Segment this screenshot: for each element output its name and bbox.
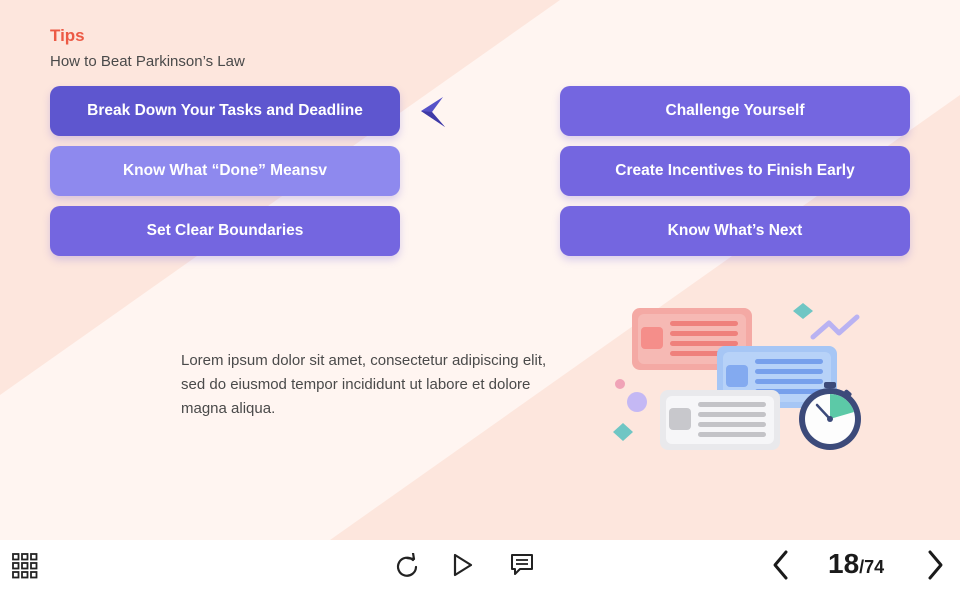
task-cards-illustration: [613, 303, 861, 450]
menu-grid-icon[interactable]: [12, 553, 38, 579]
next-arrow-icon[interactable]: [924, 549, 946, 581]
tip-button-create-incentives[interactable]: Create Incentives to Finish Early: [560, 146, 910, 196]
tip-button-challenge-yourself[interactable]: Challenge Yourself: [560, 86, 910, 136]
prev-arrow-icon[interactable]: [770, 549, 792, 581]
bottom-toolbar: [0, 540, 960, 590]
page-separator: /: [859, 557, 865, 577]
body-text: Lorem ipsum dolor sit amet, consectetur …: [181, 352, 547, 417]
replay-icon[interactable]: [395, 553, 419, 579]
play-icon[interactable]: [452, 553, 474, 577]
tip-button-know-next[interactable]: Know What’s Next: [560, 206, 910, 256]
comment-icon[interactable]: [509, 553, 535, 577]
tip-button-clear-boundaries[interactable]: Set Clear Boundaries: [50, 206, 400, 256]
total-pages: 74: [864, 557, 885, 577]
tip-button-know-done[interactable]: Know What “Done” Meansv: [50, 146, 400, 196]
slide: Tips How to Beat Parkinson’s Law Break D…: [0, 0, 960, 540]
tip-button-break-down-tasks[interactable]: Break Down Your Tasks and Deadline: [50, 86, 400, 136]
page-subtitle: How to Beat Parkinson’s Law: [50, 53, 245, 70]
current-page: 18: [828, 548, 860, 579]
page-title: Tips: [50, 26, 85, 45]
selection-pointer-icon: [421, 97, 445, 127]
page-indicator: 18/74: [828, 548, 884, 580]
